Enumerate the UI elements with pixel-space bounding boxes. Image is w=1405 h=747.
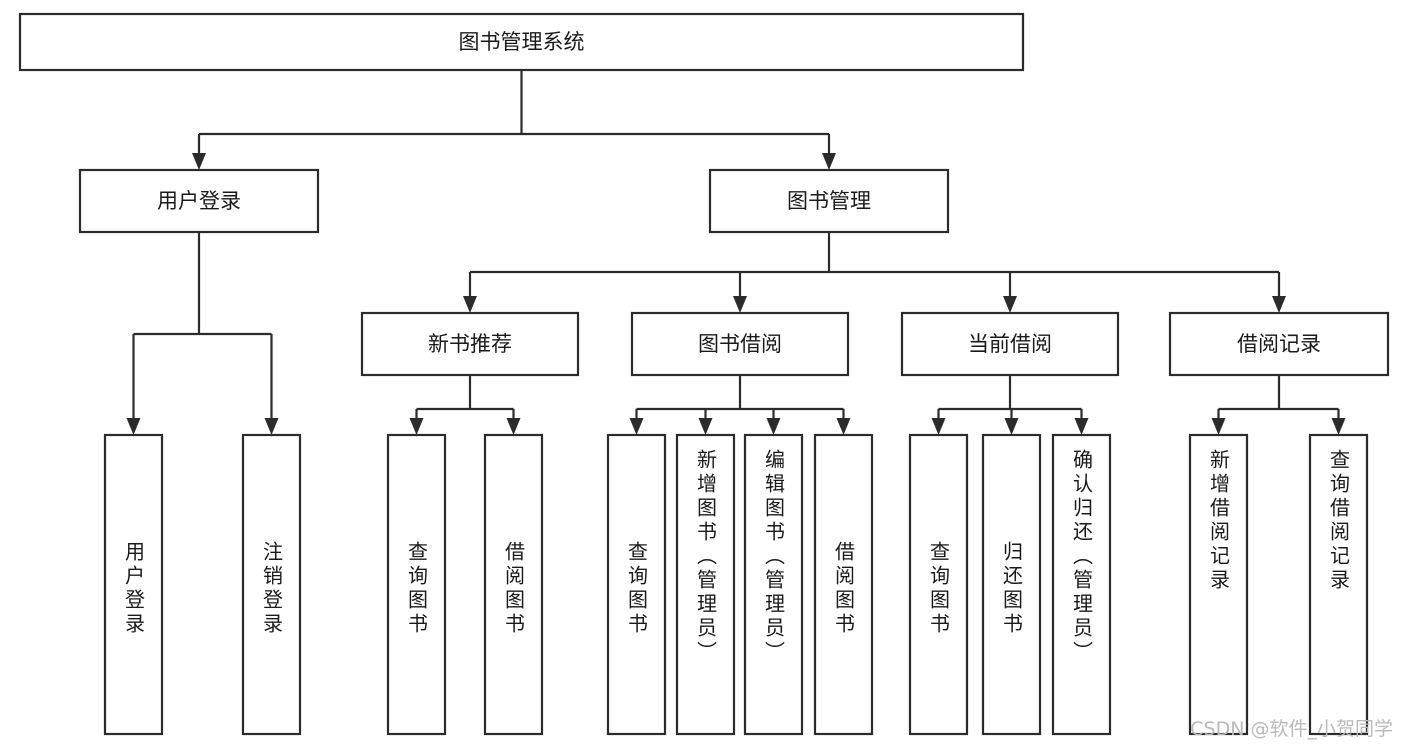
connector-lines <box>126 70 1346 435</box>
node-boxes <box>18 12 1390 736</box>
node-box-l3-3[interactable] <box>1168 311 1390 377</box>
leaf-box-4[interactable] <box>606 433 667 736</box>
arrow-l2-to-l3-1 <box>733 296 747 313</box>
arrow-l2-to-l3-0 <box>463 296 477 313</box>
node-label-l3-2: 当前借阅 <box>968 332 1052 356</box>
node-label-l2-0: 用户登录 <box>157 189 241 213</box>
arrow-l2-to-l3-3 <box>1272 296 1286 313</box>
arrow-to-leaf-11 <box>1211 418 1226 435</box>
leaf-box-11[interactable] <box>1188 433 1249 736</box>
leaf-box-5[interactable] <box>675 433 736 736</box>
node-label-l3-0: 新书推荐 <box>428 332 512 356</box>
node-label-l3-1: 图书借阅 <box>698 332 782 356</box>
leaf-box-8[interactable] <box>908 433 969 736</box>
leaf-box-12[interactable] <box>1308 433 1369 736</box>
node-label-root: 图书管理系统 <box>459 30 585 54</box>
arrow-to-leaf-12 <box>1331 418 1346 435</box>
leaf-box-9[interactable] <box>981 433 1042 736</box>
arrow-to-leaf-0 <box>126 418 141 435</box>
arrow-to-leaf-2 <box>409 418 424 435</box>
arrow-to-leaf-6 <box>766 418 781 435</box>
leaf-box-2[interactable] <box>386 433 447 736</box>
arrow-l2-to-l3-2 <box>1003 296 1017 313</box>
node-box-l3-2[interactable] <box>900 311 1120 377</box>
leaf-box-6[interactable] <box>743 433 804 736</box>
arrow-to-leaf-4 <box>629 418 644 435</box>
leaf-box-10[interactable] <box>1051 433 1112 736</box>
node-box-l3-0[interactable] <box>360 311 580 377</box>
leaf-box-0[interactable] <box>103 433 164 736</box>
leaf-box-1[interactable] <box>241 433 302 736</box>
arrow-to-leaf-9 <box>1004 418 1019 435</box>
leaf-box-3[interactable] <box>483 433 544 736</box>
node-box-l2-0[interactable] <box>78 168 320 234</box>
node-box-l2-1[interactable] <box>708 168 950 234</box>
arrow-to-leaf-5 <box>698 418 713 435</box>
arrow-to-leaf-7 <box>836 418 851 435</box>
node-box-root[interactable] <box>18 12 1025 72</box>
node-label-l2-1: 图书管理 <box>787 189 871 213</box>
arrow-to-leaf-10 <box>1074 418 1089 435</box>
arrow-root-to-l2-1 <box>822 153 836 170</box>
arrow-to-leaf-1 <box>264 418 279 435</box>
arrow-to-leaf-3 <box>506 418 521 435</box>
node-box-l3-1[interactable] <box>630 311 850 377</box>
leaf-box-7[interactable] <box>813 433 874 736</box>
node-label-l3-3: 借阅记录 <box>1237 332 1321 356</box>
watermark-text: CSDN @软件_小贺同学 <box>1190 718 1393 740</box>
arrow-to-leaf-8 <box>931 418 946 435</box>
arrow-root-to-l2-0 <box>192 153 206 170</box>
